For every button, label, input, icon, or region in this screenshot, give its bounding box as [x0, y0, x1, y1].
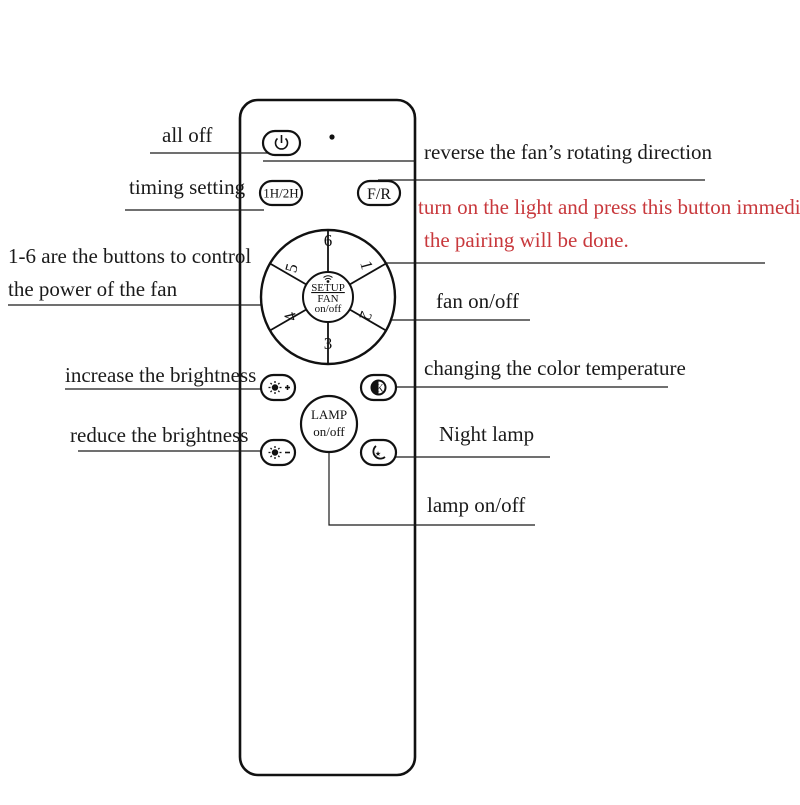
label-reduce-brightness: reduce the brightness: [70, 423, 248, 447]
label-all-off: all off: [162, 123, 212, 147]
svg-text:K: K: [376, 384, 384, 395]
center-setup-label: SETUP: [311, 282, 345, 294]
moon-star-icon: ★: [372, 445, 386, 460]
label-power-line1: 1-6 are the buttons to control: [8, 244, 251, 268]
label-night-lamp: Night lamp: [439, 422, 534, 446]
color-temperature-icon: K: [370, 379, 387, 396]
label-reverse-direction: reverse the fan’s rotating direction: [424, 140, 713, 164]
leader-lines: [8, 152, 765, 526]
wheel-segment-3[interactable]: 3: [324, 334, 333, 353]
center-onoff-label: on/off: [315, 303, 342, 315]
fr-button[interactable]: [356, 179, 402, 207]
label-lamp-onoff: lamp on/off: [427, 493, 525, 517]
timer-button[interactable]: [258, 179, 304, 207]
power-icon: [274, 135, 289, 150]
brightness-up-icon: [268, 381, 290, 394]
svg-text:3: 3: [324, 334, 333, 353]
center-fan-label: FAN: [317, 293, 338, 305]
label-pairing-line2: the pairing will be done.: [424, 228, 629, 252]
leader-lamp-onoff: [328, 452, 535, 526]
label-power-line2: the power of the fan: [8, 277, 178, 301]
timer-button-label: 1H/2H: [263, 186, 298, 201]
lamp-button-onoff: on/off: [313, 424, 345, 439]
label-fan-onoff: fan on/off: [436, 289, 519, 313]
svg-text:6: 6: [324, 231, 333, 250]
brightness-down-icon: [268, 446, 290, 459]
led-dot: [329, 134, 335, 140]
svg-text:★: ★: [375, 450, 381, 458]
fr-button-label: F/R: [367, 186, 391, 203]
lamp-button-label: LAMP: [311, 407, 347, 422]
wifi-signal-icon: [323, 275, 333, 283]
label-increase-brightness: increase the brightness: [65, 363, 256, 387]
lamp-button[interactable]: [299, 394, 359, 454]
label-timing-setting: timing setting: [129, 175, 246, 199]
label-pairing-line1: turn on the light and press this button …: [418, 195, 800, 219]
wheel-segment-6[interactable]: 6: [324, 231, 333, 250]
fan-center-button[interactable]: [302, 271, 354, 323]
label-color-temperature: changing the color temperature: [424, 356, 686, 380]
night-lamp-button[interactable]: [359, 438, 398, 467]
fan-speed-wheel: 6 1 2 3 4 5 SETUP FAN on/off: [259, 228, 397, 366]
